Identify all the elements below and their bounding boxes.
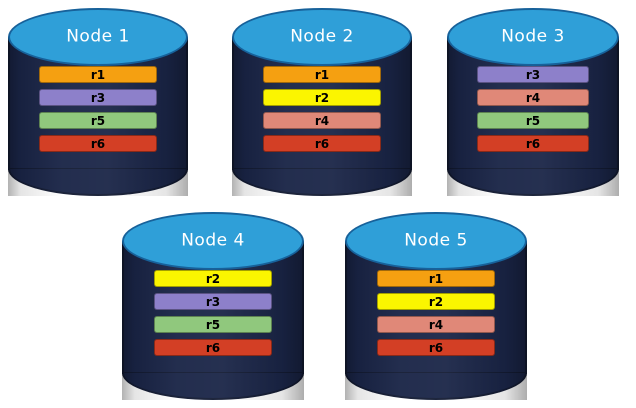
replica-label: r6 xyxy=(314,136,330,151)
replica-label: r2 xyxy=(314,90,330,105)
replica-label: r4 xyxy=(428,317,444,332)
replica-bar[interactable]: r6 xyxy=(39,135,157,152)
replica-bar[interactable]: r5 xyxy=(154,316,272,333)
node-cylinder-top: Node 3 xyxy=(447,8,619,66)
node-label: Node 5 xyxy=(404,230,468,251)
replica-bar[interactable]: r4 xyxy=(377,316,495,333)
replica-label: r4 xyxy=(525,90,541,105)
replica-bar[interactable]: r4 xyxy=(263,112,381,129)
replica-label: r1 xyxy=(314,67,330,82)
node-label: Node 2 xyxy=(290,26,354,47)
replica-stack: r1 r2 r4 r6 xyxy=(377,270,495,356)
database-node-1[interactable]: Node 1 r1 r3 r5 r6 xyxy=(8,8,188,196)
replica-bar[interactable]: r1 xyxy=(263,66,381,83)
replica-label: r4 xyxy=(314,113,330,128)
node-cylinder-top: Node 4 xyxy=(122,212,304,270)
replica-label: r1 xyxy=(428,271,444,286)
node-cylinder-top: Node 5 xyxy=(345,212,527,270)
database-node-4[interactable]: Node 4 r2 r3 r5 r6 xyxy=(122,212,304,400)
replica-label: r3 xyxy=(90,90,106,105)
replica-label: r6 xyxy=(525,136,541,151)
node-label: Node 1 xyxy=(66,26,130,47)
replica-stack: r2 r3 r5 r6 xyxy=(154,270,272,356)
database-node-3[interactable]: Node 3 r3 r4 r5 r6 xyxy=(447,8,619,196)
replica-bar[interactable]: r1 xyxy=(39,66,157,83)
replica-label: r5 xyxy=(90,113,106,128)
node-cylinder-base xyxy=(345,373,527,400)
replica-bar[interactable]: r6 xyxy=(154,339,272,356)
replica-bar[interactable]: r3 xyxy=(477,66,589,83)
database-node-5[interactable]: Node 5 r1 r2 r4 r6 xyxy=(345,212,527,400)
replica-bar[interactable]: r2 xyxy=(377,293,495,310)
replica-bar[interactable]: r1 xyxy=(377,270,495,287)
replica-stack: r3 r4 r5 r6 xyxy=(477,66,589,152)
replica-bar[interactable]: r2 xyxy=(154,270,272,287)
node-cylinder-top: Node 1 xyxy=(8,8,188,66)
node-cylinder-base xyxy=(232,169,412,196)
replica-label: r6 xyxy=(428,340,444,355)
replica-stack: r1 r2 r4 r6 xyxy=(263,66,381,152)
replica-bar[interactable]: r5 xyxy=(477,112,589,129)
replica-bar[interactable]: r4 xyxy=(477,89,589,106)
replica-bar[interactable]: r6 xyxy=(377,339,495,356)
replica-label: r6 xyxy=(205,340,221,355)
replica-label: r2 xyxy=(205,271,221,286)
replica-bar[interactable]: r3 xyxy=(154,293,272,310)
replica-label: r3 xyxy=(525,67,541,82)
node-cylinder-top: Node 2 xyxy=(232,8,412,66)
node-label: Node 4 xyxy=(181,230,245,251)
node-label: Node 3 xyxy=(501,26,565,47)
replica-bar[interactable]: r6 xyxy=(263,135,381,152)
replica-bar[interactable]: r3 xyxy=(39,89,157,106)
replica-label: r1 xyxy=(90,67,106,82)
replica-label: r6 xyxy=(90,136,106,151)
node-cylinder-base xyxy=(447,169,619,196)
replica-label: r5 xyxy=(525,113,541,128)
node-cylinder-base xyxy=(122,373,304,400)
replica-label: r3 xyxy=(205,294,221,309)
replica-label: r2 xyxy=(428,294,444,309)
replica-bar[interactable]: r5 xyxy=(39,112,157,129)
replica-bar[interactable]: r2 xyxy=(263,89,381,106)
replica-bar[interactable]: r6 xyxy=(477,135,589,152)
node-cylinder-base xyxy=(8,169,188,196)
replica-label: r5 xyxy=(205,317,221,332)
database-node-2[interactable]: Node 2 r1 r2 r4 r6 xyxy=(232,8,412,196)
replica-stack: r1 r3 r5 r6 xyxy=(39,66,157,152)
